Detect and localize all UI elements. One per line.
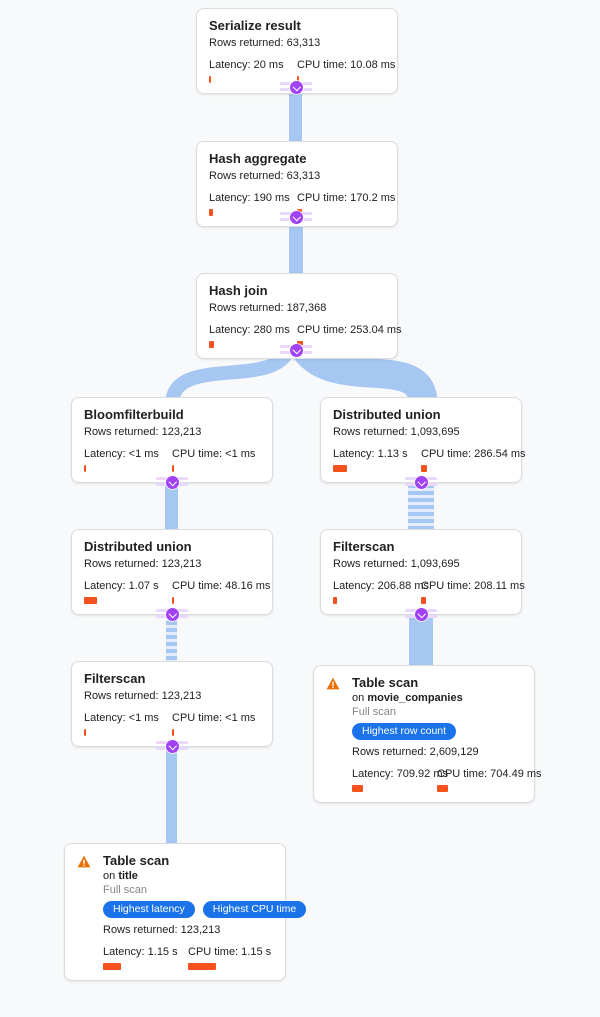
connector-filterscan-left[interactable] [156, 740, 188, 753]
chevron-down-icon [289, 344, 303, 357]
cpu-time-label: CPU time: 1.15 s [188, 946, 272, 958]
latency-bar [333, 597, 337, 604]
badge-highest-latency: Highest latency [103, 901, 195, 918]
connector-serialize-result[interactable] [280, 81, 312, 94]
plan-node-bloomfilterbuild[interactable]: Bloomfilterbuild Rows returned: 123,213 … [71, 397, 273, 483]
cpu-time-bar [172, 729, 174, 736]
badge-highest-row-count: Highest row count [352, 723, 457, 740]
latency-bar [352, 785, 363, 792]
latency-label: Latency: <1 ms [84, 448, 159, 460]
node-title: Bloomfilterbuild [84, 407, 184, 422]
cpu-time-label: CPU time: 170.2 ms [297, 192, 396, 204]
connector-distributed-union-right[interactable] [405, 476, 437, 489]
latency-label: Latency: 1.15 s [103, 946, 178, 958]
edge-hashjoin-distributedunion [290, 337, 438, 407]
node-scan-type: Full scan [103, 884, 148, 896]
plan-node-distributed-union-right[interactable]: Distributed union Rows returned: 1,093,6… [320, 397, 526, 483]
node-title: Filterscan [333, 539, 395, 554]
node-rows-returned: Rows returned: 63,313 [209, 37, 321, 49]
cpu-time-label: CPU time: 48.16 ms [172, 580, 271, 592]
chevron-down-icon [165, 608, 179, 621]
latency-label: Latency: 280 ms [209, 324, 290, 336]
connector-bloomfilterbuild[interactable] [156, 476, 188, 489]
cpu-time-label: CPU time: 208.11 ms [421, 580, 525, 592]
edge-filterscan-tablescan-left [166, 735, 177, 853]
node-rows-returned: Rows returned: 123,213 [84, 426, 202, 438]
cpu-time-label: CPU time: 286.54 ms [421, 448, 526, 460]
latency-label: Latency: 190 ms [209, 192, 290, 204]
plan-node-hash-aggregate[interactable]: Hash aggregate Rows returned: 63,313 Lat… [196, 141, 398, 227]
edge-hashjoin-bloomfilterbuild [165, 343, 297, 406]
latency-bar [209, 76, 211, 83]
plan-node-filterscan-right[interactable]: Filterscan Rows returned: 1,093,695 Late… [320, 529, 525, 615]
node-rows-returned: Rows returned: 123,213 [103, 924, 221, 936]
connector-distributed-union-left[interactable] [156, 608, 188, 621]
plan-node-serialize-result[interactable]: Serialize result Rows returned: 63,313 L… [196, 8, 398, 94]
chevron-down-icon [165, 476, 179, 489]
node-title: Hash join [209, 283, 268, 298]
chevron-down-icon [414, 476, 428, 489]
latency-bar [84, 465, 86, 472]
connector-filterscan-right[interactable] [405, 608, 437, 621]
node-table: on movie_companies [352, 692, 463, 704]
cpu-time-label: CPU time: <1 ms [172, 712, 256, 724]
node-rows-returned: Rows returned: 2,609,129 [352, 746, 479, 758]
latency-label: Latency: 1.13 s [333, 448, 408, 460]
node-title: Distributed union [333, 407, 441, 422]
node-rows-returned: Rows returned: 1,093,695 [333, 558, 460, 570]
node-title: Hash aggregate [209, 151, 307, 166]
connector-hash-aggregate[interactable] [280, 211, 312, 224]
badge-highest-cpu-time: Highest CPU time [202, 901, 307, 918]
latency-label: Latency: 709.92 ms [352, 768, 449, 780]
cpu-time-bar [437, 785, 448, 792]
chevron-down-icon [165, 740, 179, 753]
latency-bar [84, 729, 86, 736]
plan-node-hash-join[interactable]: Hash join Rows returned: 187,368 Latency… [196, 273, 402, 359]
latency-label: Latency: 206.88 ms [333, 580, 430, 592]
latency-bar [209, 341, 214, 348]
connector-hash-join[interactable] [280, 344, 312, 357]
node-table: on title [103, 870, 138, 882]
cpu-time-label: CPU time: 10.08 ms [297, 59, 396, 71]
cpu-time-bar [421, 465, 427, 472]
cpu-time-bar [188, 963, 216, 970]
node-rows-returned: Rows returned: 123,213 [84, 690, 202, 702]
warning-triangle-icon [77, 855, 91, 867]
cpu-time-bar [297, 76, 299, 83]
cpu-time-bar [421, 597, 426, 604]
warning-triangle-icon [326, 677, 340, 689]
latency-label: Latency: 1.07 s [84, 580, 159, 592]
chevron-down-icon [289, 81, 303, 94]
node-title: Serialize result [209, 18, 301, 33]
node-title: Table scan [103, 853, 170, 868]
node-title: Table scan [352, 675, 419, 690]
latency-bar [209, 209, 213, 216]
cpu-time-bar [172, 597, 174, 604]
chevron-down-icon [414, 608, 428, 621]
cpu-time-bar [172, 465, 174, 472]
chevron-down-icon [289, 211, 303, 224]
latency-bar [103, 963, 121, 970]
latency-bar [333, 465, 347, 472]
plan-node-table-scan-title[interactable]: Table scan on title Full scan Highest la… [64, 843, 307, 981]
latency-bar [84, 597, 97, 604]
cpu-time-label: CPU time: <1 ms [172, 448, 256, 460]
edge-distributedunion-filterscan-left [166, 600, 177, 672]
plan-node-table-scan-movie-companies[interactable]: Table scan on movie_companies Full scan … [313, 665, 542, 803]
latency-label: Latency: <1 ms [84, 712, 159, 724]
node-rows-returned: Rows returned: 123,213 [84, 558, 202, 570]
plan-node-distributed-union-left[interactable]: Distributed union Rows returned: 123,213… [71, 529, 273, 615]
node-rows-returned: Rows returned: 187,368 [209, 302, 327, 314]
cpu-time-label: CPU time: 704.49 ms [437, 768, 542, 780]
node-scan-type: Full scan [352, 706, 397, 718]
node-rows-returned: Rows returned: 63,313 [209, 170, 321, 182]
node-rows-returned: Rows returned: 1,093,695 [333, 426, 460, 438]
node-title: Filterscan [84, 671, 146, 686]
latency-label: Latency: 20 ms [209, 59, 284, 71]
plan-node-filterscan-left[interactable]: Filterscan Rows returned: 123,213 Latenc… [71, 661, 273, 747]
cpu-time-label: CPU time: 253.04 ms [297, 324, 402, 336]
node-title: Distributed union [84, 539, 192, 554]
